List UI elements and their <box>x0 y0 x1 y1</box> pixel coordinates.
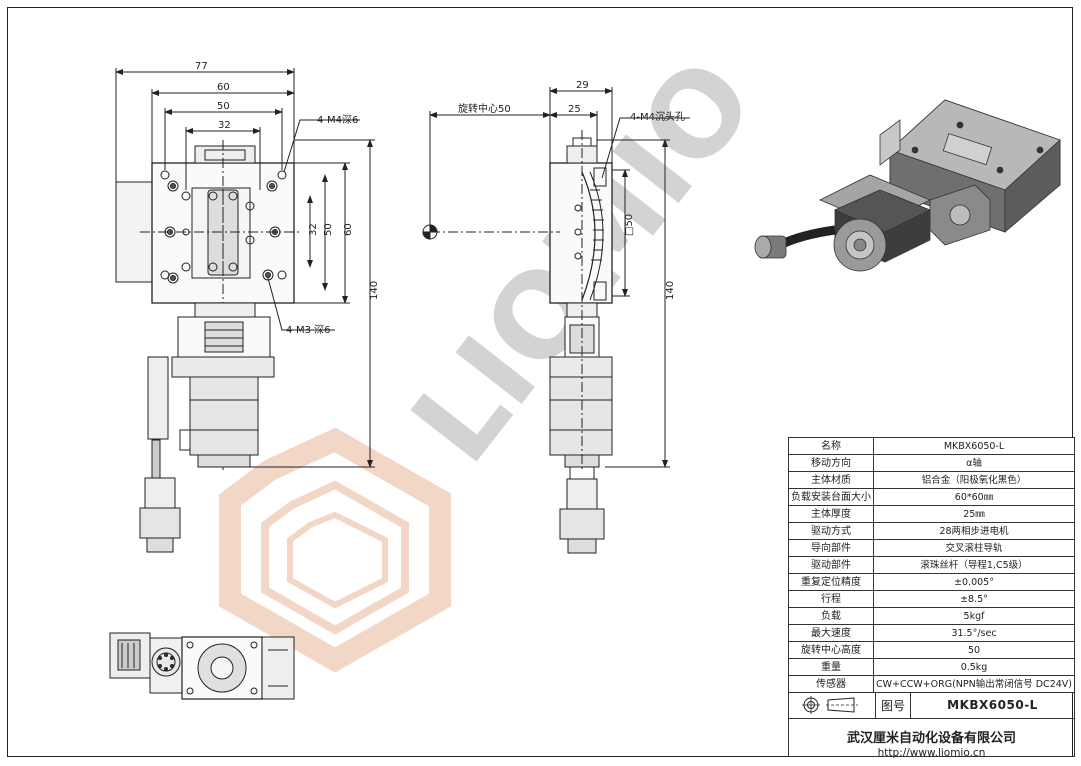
isometric-render <box>754 99 1061 272</box>
spec-row: 驱动部件滚珠丝杆（导程1,C5级） <box>787 556 1075 574</box>
spec-value: 铝合金（阳极氧化黑色） <box>873 471 1075 489</box>
spec-key: 负载 <box>787 607 875 625</box>
spec-key: 传感器 <box>787 675 875 693</box>
watermark-logo-icon <box>219 427 451 673</box>
drawing-model: MKBX6050-L <box>947 698 1038 712</box>
spec-key: 移动方向 <box>787 454 875 472</box>
spec-value: 滚珠丝杆（导程1,C5级） <box>873 556 1075 574</box>
spec-row: 主体材质铝合金（阳极氧化黑色） <box>787 471 1075 489</box>
spec-key: 主体厚度 <box>787 505 875 523</box>
spec-key: 导向部件 <box>787 539 875 557</box>
spec-value: ±0.005° <box>873 573 1075 591</box>
company-url: http://www.liomio.cn <box>877 747 986 759</box>
spec-value: 60*60㎜ <box>873 488 1075 506</box>
spec-value: MKBX6050-L <box>873 437 1075 455</box>
spec-value: 31.5°/sec <box>873 624 1075 642</box>
spec-key: 驱动方式 <box>787 522 875 540</box>
dim-29: 29 <box>576 80 589 91</box>
projection-symbol <box>789 692 876 718</box>
spec-value: 0.5kg <box>873 658 1075 676</box>
dim-60: 60 <box>217 82 230 93</box>
dim-25: 25 <box>568 104 581 115</box>
dim-77: 77 <box>195 61 208 72</box>
spec-key: 旋转中心高度 <box>787 641 875 659</box>
dim-sq50: □50 <box>624 214 635 236</box>
spec-value: 5kgf <box>873 607 1075 625</box>
hole-callout-bottom: 4-M3 深6 <box>286 324 331 336</box>
hole-callout-top: 4-M4深6 <box>317 114 358 126</box>
bottom-view <box>109 632 295 700</box>
spec-value: α轴 <box>873 454 1075 472</box>
dim-32: 32 <box>218 120 231 131</box>
spec-key: 最大速度 <box>787 624 875 642</box>
spec-row: 导向部件交叉滚柱导轨 <box>787 539 1075 557</box>
spec-key: 主体材质 <box>787 471 875 489</box>
dim-v140: 140 <box>369 281 380 300</box>
spec-value: 28两相步进电机 <box>873 522 1075 540</box>
spec-value: CW+CCW+ORG(NPN输出常闭信号 DC24V) <box>873 675 1075 693</box>
dim-50: 50 <box>217 101 230 112</box>
side-view <box>422 87 690 554</box>
spec-row: 重复定位精度±0.005° <box>787 573 1075 591</box>
dim-v60: 60 <box>343 223 354 236</box>
hole-callout-side: 4-M4沉头孔 <box>630 110 685 123</box>
spec-key: 行程 <box>787 590 875 608</box>
spec-key: 驱动部件 <box>787 556 875 574</box>
spec-value: 50 <box>873 641 1075 659</box>
spec-key: 重量 <box>787 658 875 676</box>
drawing-no-label: 图号 <box>876 692 911 718</box>
dim-v50: 50 <box>323 223 334 236</box>
projection-symbol-icon <box>802 696 858 714</box>
dim-v32: 32 <box>308 223 319 236</box>
dim-rot-center: 旋转中心50 <box>458 102 511 115</box>
spec-value: 25㎜ <box>873 505 1075 523</box>
title-block: 图号 MKBX6050-L 武汉厘米自动化设备有限公司 http://www.l… <box>788 692 1075 759</box>
spec-value: ±8.5° <box>873 590 1075 608</box>
dim-side-v140: 140 <box>665 281 676 300</box>
spec-key: 重复定位精度 <box>787 573 875 591</box>
spec-key: 负载安装台面大小 <box>787 488 875 506</box>
company-name: 武汉厘米自动化设备有限公司 <box>846 731 1016 746</box>
spec-key: 名称 <box>787 437 875 455</box>
drawing-frame <box>7 7 1073 757</box>
spec-value: 交叉滚柱导轨 <box>873 539 1075 557</box>
front-view <box>115 68 375 553</box>
spec-row: 行程±8.5° <box>787 590 1075 608</box>
